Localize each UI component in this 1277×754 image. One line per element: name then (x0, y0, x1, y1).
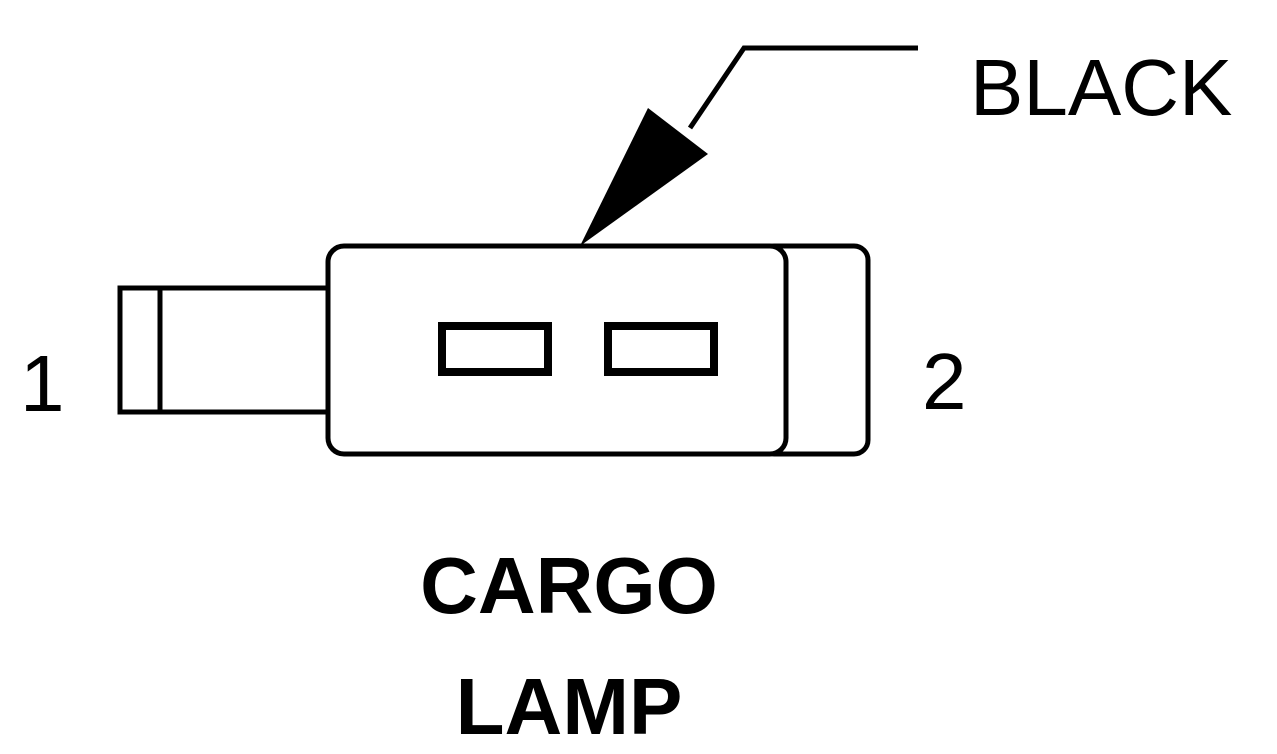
connector-latch-tab (117, 285, 328, 415)
connector-main-body (325, 243, 789, 457)
terminal-cavity-2 (604, 322, 718, 376)
terminal-cavity-1 (438, 322, 552, 376)
color-leader-line (687, 45, 918, 130)
pin-2-label: 2 (922, 337, 967, 426)
connector-title-line-1: CARGO (420, 541, 718, 630)
pin-1-label: 1 (20, 339, 65, 428)
connector-title-line-2: LAMP (455, 662, 683, 751)
wire-color-label: BLACK (970, 43, 1233, 132)
color-arrowhead (580, 108, 708, 246)
